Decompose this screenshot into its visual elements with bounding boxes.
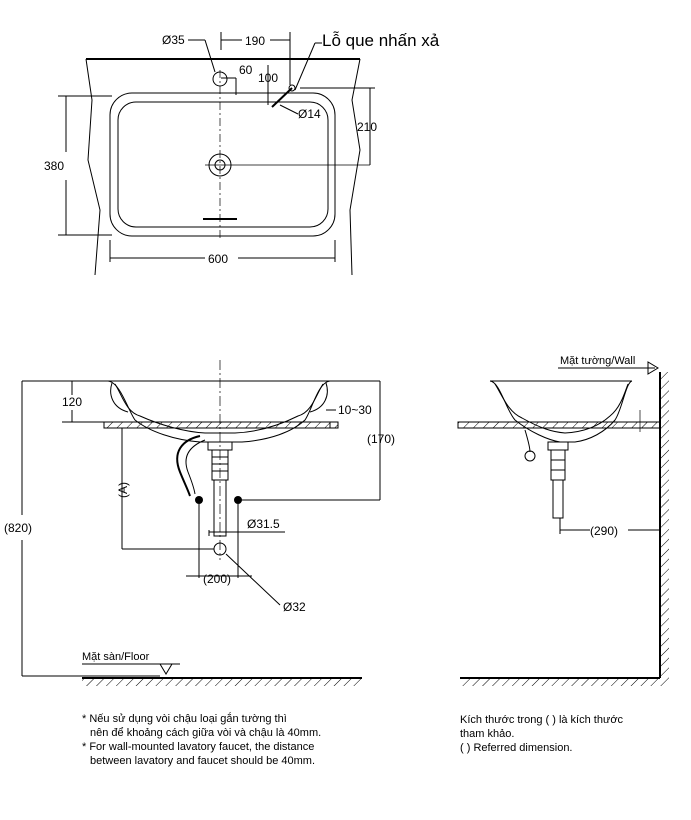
note-left-line-3: * For wall-mounted lavatory faucet, the … — [82, 741, 315, 753]
dim-210-label: 210 — [357, 120, 377, 134]
note-left-line-2: nên để khoảng cách giữa vòi và chậu là 4… — [90, 727, 322, 739]
note-right-line-2: tham khảo. — [460, 728, 515, 740]
note-left-line-1: * Nếu sử dụng vòi chậu loại gắn tường th… — [82, 713, 287, 725]
dim-170-label: (170) — [367, 432, 395, 446]
note-right-line-1: Kích thước trong ( ) là kích thước — [460, 714, 624, 726]
dim-100-label: 100 — [258, 71, 278, 85]
note-right-line-3: ( ) Referred dimension. — [460, 742, 573, 754]
dim-200-label: (200) — [203, 572, 231, 586]
front-view: 120 10~30 (170) (A) (820) Ø31.5 (200) Ø3… — [4, 360, 395, 686]
dim-290-label: (290) — [590, 524, 618, 538]
basin-outline — [109, 92, 336, 237]
dim-120-label: 120 — [62, 395, 82, 409]
dim-60-label: 60 — [239, 63, 253, 77]
floor-label: Mặt sàn/Floor — [82, 651, 150, 663]
dim-190-label: 190 — [245, 34, 265, 48]
basin-inner — [117, 101, 329, 228]
faucet-hole — [212, 71, 228, 87]
note-right: Kích thước trong ( ) là kích thước tham … — [460, 713, 623, 755]
floor-hatch — [82, 678, 362, 686]
dim-600-label: 600 — [208, 252, 228, 266]
drain-circle — [208, 153, 232, 177]
side-view: Mặt tường/Wall (290) — [457, 355, 669, 686]
dim-a-label: (A) — [116, 482, 130, 498]
wall-hatch — [660, 372, 669, 678]
note-left-line-4: between lavatory and faucet should be 40… — [90, 755, 316, 767]
dim-14-label: Ø14 — [298, 107, 321, 121]
wall-label: Mặt tường/Wall — [560, 355, 635, 367]
dim-380-label: 380 — [44, 159, 64, 173]
dim-35-label: Ø35 — [162, 33, 185, 47]
dim-820-label: (820) — [4, 521, 32, 535]
drain-hole-label: Lỗ que nhấn xả — [322, 31, 440, 50]
dim-31-5-label: Ø31.5 — [247, 517, 280, 531]
dim-32-label: Ø32 — [283, 600, 306, 614]
dim-10-30-label: 10~30 — [338, 403, 372, 417]
note-left: * Nếu sử dụng vòi chậu loại gắn tường th… — [82, 712, 321, 768]
top-view: Ø35 190 60 100 Lỗ que nhấn xả Ø14 210 38… — [44, 31, 440, 276]
counter-slab — [103, 421, 339, 429]
